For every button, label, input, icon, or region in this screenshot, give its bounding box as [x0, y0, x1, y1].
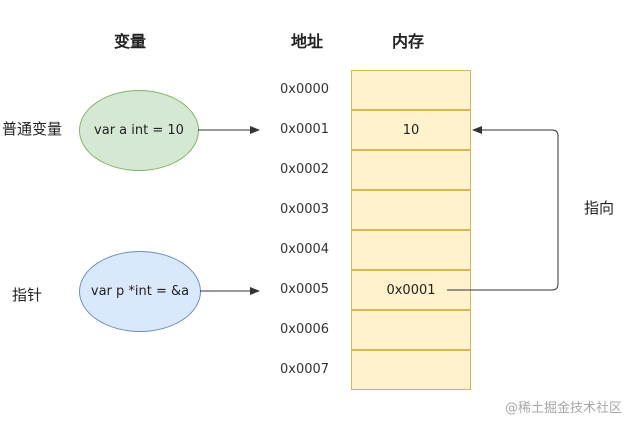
memory-cell: [351, 150, 471, 190]
memory-cell: [351, 310, 471, 350]
memory-cell: [351, 230, 471, 270]
ellipse-pointer-variable: var p *int = &a: [79, 251, 201, 332]
memory-cell: [351, 70, 471, 110]
address-label: 0x0000: [280, 82, 330, 97]
label-normal-variable: 普通变量: [2, 120, 63, 138]
memory-cell: [351, 190, 471, 230]
watermark: @稀土掘金技术社区: [505, 401, 623, 416]
address-label: 0x0003: [280, 202, 330, 217]
address-label: 0x0002: [280, 162, 330, 177]
label-pointer: 指针: [12, 286, 43, 304]
address-label: 0x0004: [280, 242, 330, 257]
address-label: 0x0007: [280, 362, 330, 377]
address-label: 0x0006: [280, 322, 330, 337]
header-variable: 变量: [114, 32, 147, 51]
header-memory: 内存: [392, 32, 425, 51]
memory-cell: 10: [351, 110, 471, 150]
address-label: 0x0001: [280, 122, 330, 137]
memory-cell: [351, 350, 471, 390]
address-label: 0x0005: [280, 282, 330, 297]
header-address: 地址: [291, 32, 324, 51]
arrow-points-to: [447, 126, 559, 291]
label-points-to: 指向: [584, 199, 615, 217]
